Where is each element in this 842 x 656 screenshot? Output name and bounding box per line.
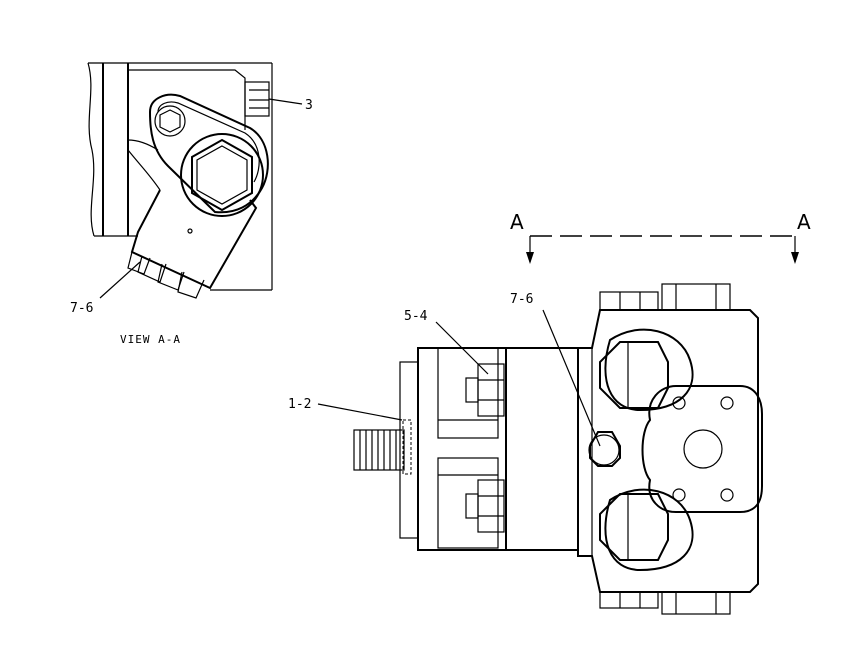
section-line: [526, 235, 799, 264]
fitting-7-6: [589, 431, 621, 467]
view-a-a-detail: [87, 62, 303, 299]
fitting-3: [244, 81, 270, 117]
leader-7-6-main: [542, 309, 601, 447]
leader-5-4: [435, 321, 489, 375]
nut-5-4-upper: [477, 363, 505, 417]
leader-1-2: [317, 403, 403, 421]
main-pump-view: [317, 283, 763, 615]
flange-arm: [148, 93, 269, 214]
callout-7-6-view: 7-6: [70, 301, 93, 316]
lower-hex-plug: [599, 493, 669, 561]
front-body: [417, 347, 507, 551]
callout-5-4: 5-4: [404, 309, 428, 324]
upper-port-boss: [604, 328, 694, 412]
callout-7-6-main: 7-6: [510, 292, 533, 307]
leader-3: [268, 98, 303, 105]
small-hex-bolt: [159, 109, 181, 133]
callout-1-2: 1-2: [288, 397, 311, 412]
splined-shaft: [353, 429, 405, 471]
large-hex-bolt: [191, 138, 253, 212]
view-caption: VIEW A-A: [120, 333, 181, 346]
section-mark-right: A: [797, 210, 811, 234]
leader-7-6-view: [99, 261, 141, 299]
nut-5-4-lower: [477, 479, 505, 533]
section-mark-left: A: [510, 210, 524, 234]
port-flange-plate: [641, 385, 763, 513]
port-opening: [683, 429, 723, 469]
middle-section: [505, 347, 579, 551]
upper-hex-plug: [599, 341, 669, 409]
rear-housing: [577, 309, 759, 593]
callout-3: 3: [305, 98, 313, 113]
rotated-block: [130, 189, 258, 290]
mounting-flange: [399, 361, 419, 539]
seal-1-2: [402, 419, 412, 475]
